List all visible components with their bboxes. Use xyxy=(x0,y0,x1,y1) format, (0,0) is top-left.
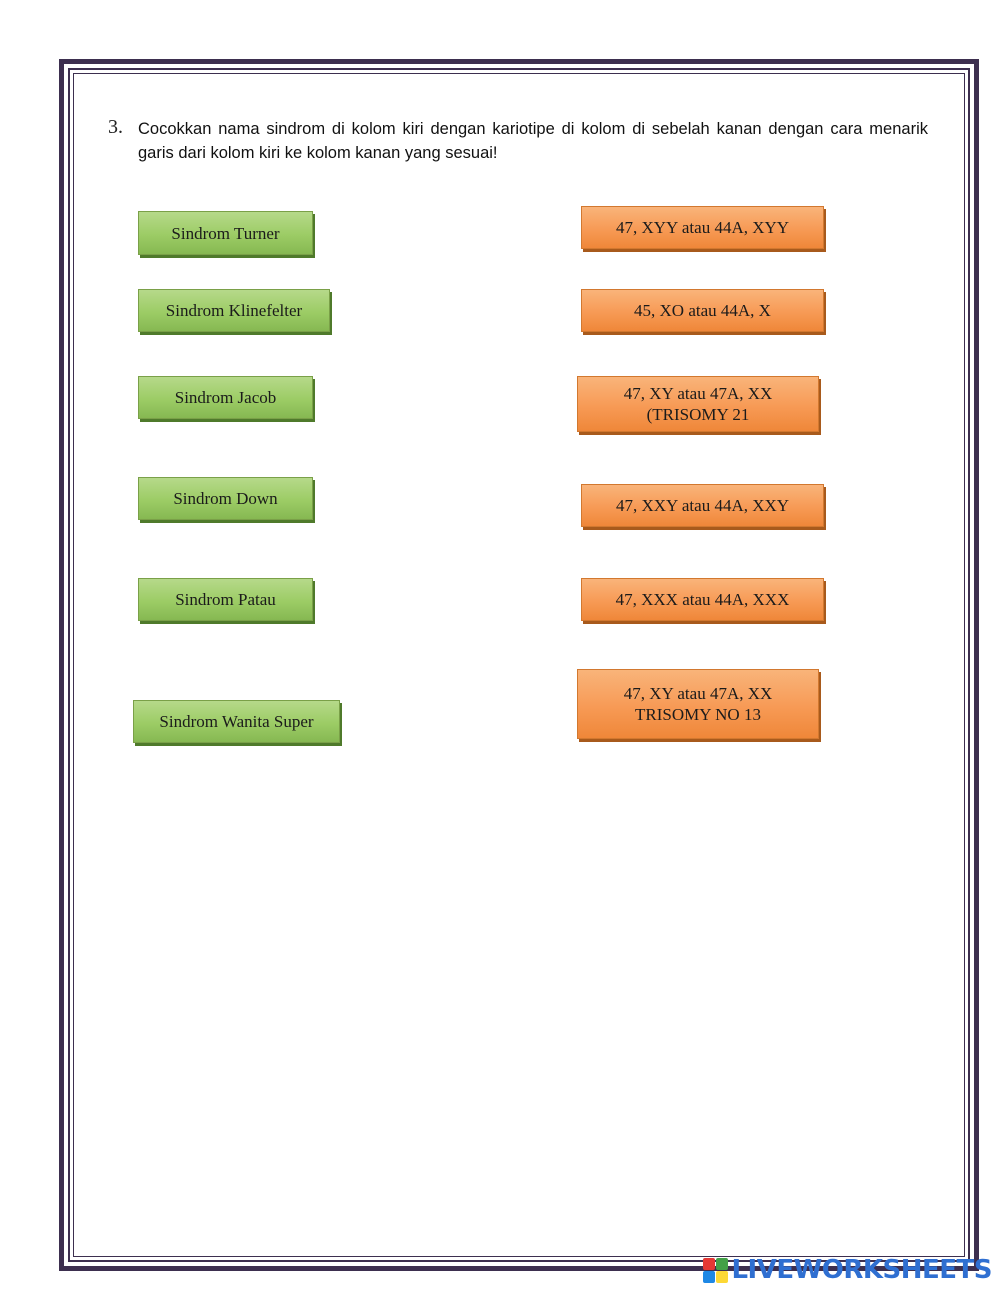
left-item-klinefelter[interactable]: Sindrom Klinefelter xyxy=(138,289,330,332)
liveworksheets-logo-icon xyxy=(703,1257,729,1283)
right-item-5[interactable]: 47, XXX atau 44A, XXX xyxy=(581,578,824,621)
page-border-middle xyxy=(68,68,970,1262)
right-item-3[interactable]: 47, XY atau 47A, XX (TRISOMY 21 xyxy=(577,376,819,432)
left-item-down[interactable]: Sindrom Down xyxy=(138,477,313,520)
liveworksheets-brand: LIVEWORKSHEETS xyxy=(703,1255,992,1285)
left-item-wanita-super[interactable]: Sindrom Wanita Super xyxy=(133,700,340,743)
page-border xyxy=(59,59,979,1271)
page-border-inner xyxy=(73,73,965,1257)
left-item-patau[interactable]: Sindrom Patau xyxy=(138,578,313,621)
brand-text: LIVEWORKSHEETS xyxy=(731,1255,992,1285)
right-item-4[interactable]: 47, XXY atau 44A, XXY xyxy=(581,484,824,527)
question-text: Cocokkan nama sindrom di kolom kiri deng… xyxy=(138,120,928,162)
left-item-turner[interactable]: Sindrom Turner xyxy=(138,211,313,255)
right-item-6[interactable]: 47, XY atau 47A, XX TRISOMY NO 13 xyxy=(577,669,819,739)
left-item-jacob[interactable]: Sindrom Jacob xyxy=(138,376,313,419)
right-item-1[interactable]: 47, XYY atau 44A, XYY xyxy=(581,206,824,249)
question-number: 3. xyxy=(108,116,123,138)
right-item-2[interactable]: 45, XO atau 44A, X xyxy=(581,289,824,332)
